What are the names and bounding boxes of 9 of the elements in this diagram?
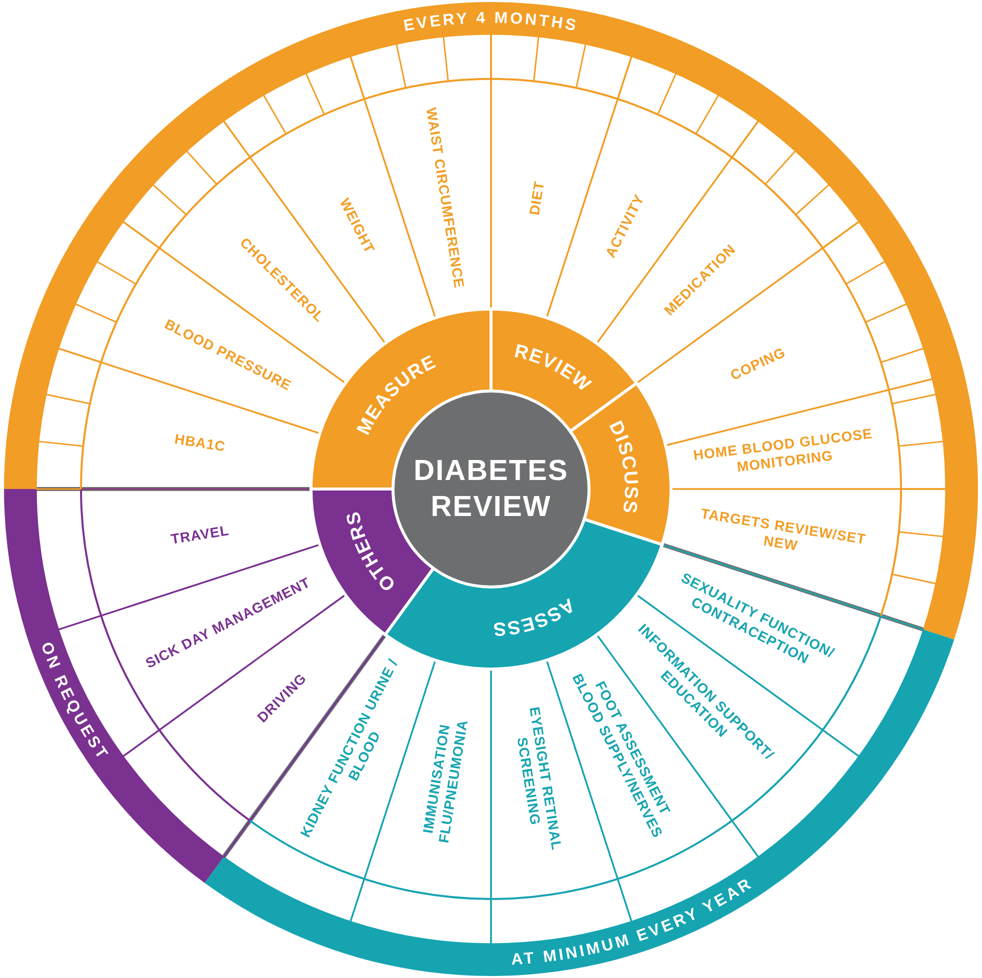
band-label: EVERY 4 MONTHS bbox=[402, 9, 580, 34]
segment-label: HBA1C bbox=[172, 429, 228, 456]
segment-label: DIET bbox=[525, 178, 548, 218]
segment-label: TRAVEL bbox=[168, 521, 231, 550]
segment-label: EYESIGHT RETINAL SCREENING bbox=[513, 705, 566, 854]
segment-label: TARGETS REVIEW/SET NEW bbox=[699, 504, 868, 556]
wheel-segment bbox=[664, 378, 947, 490]
segment-label: HOME BLOOD GLUCOSE MONITORING bbox=[691, 424, 874, 477]
center-title: DIABETES REVIEW bbox=[412, 454, 570, 525]
